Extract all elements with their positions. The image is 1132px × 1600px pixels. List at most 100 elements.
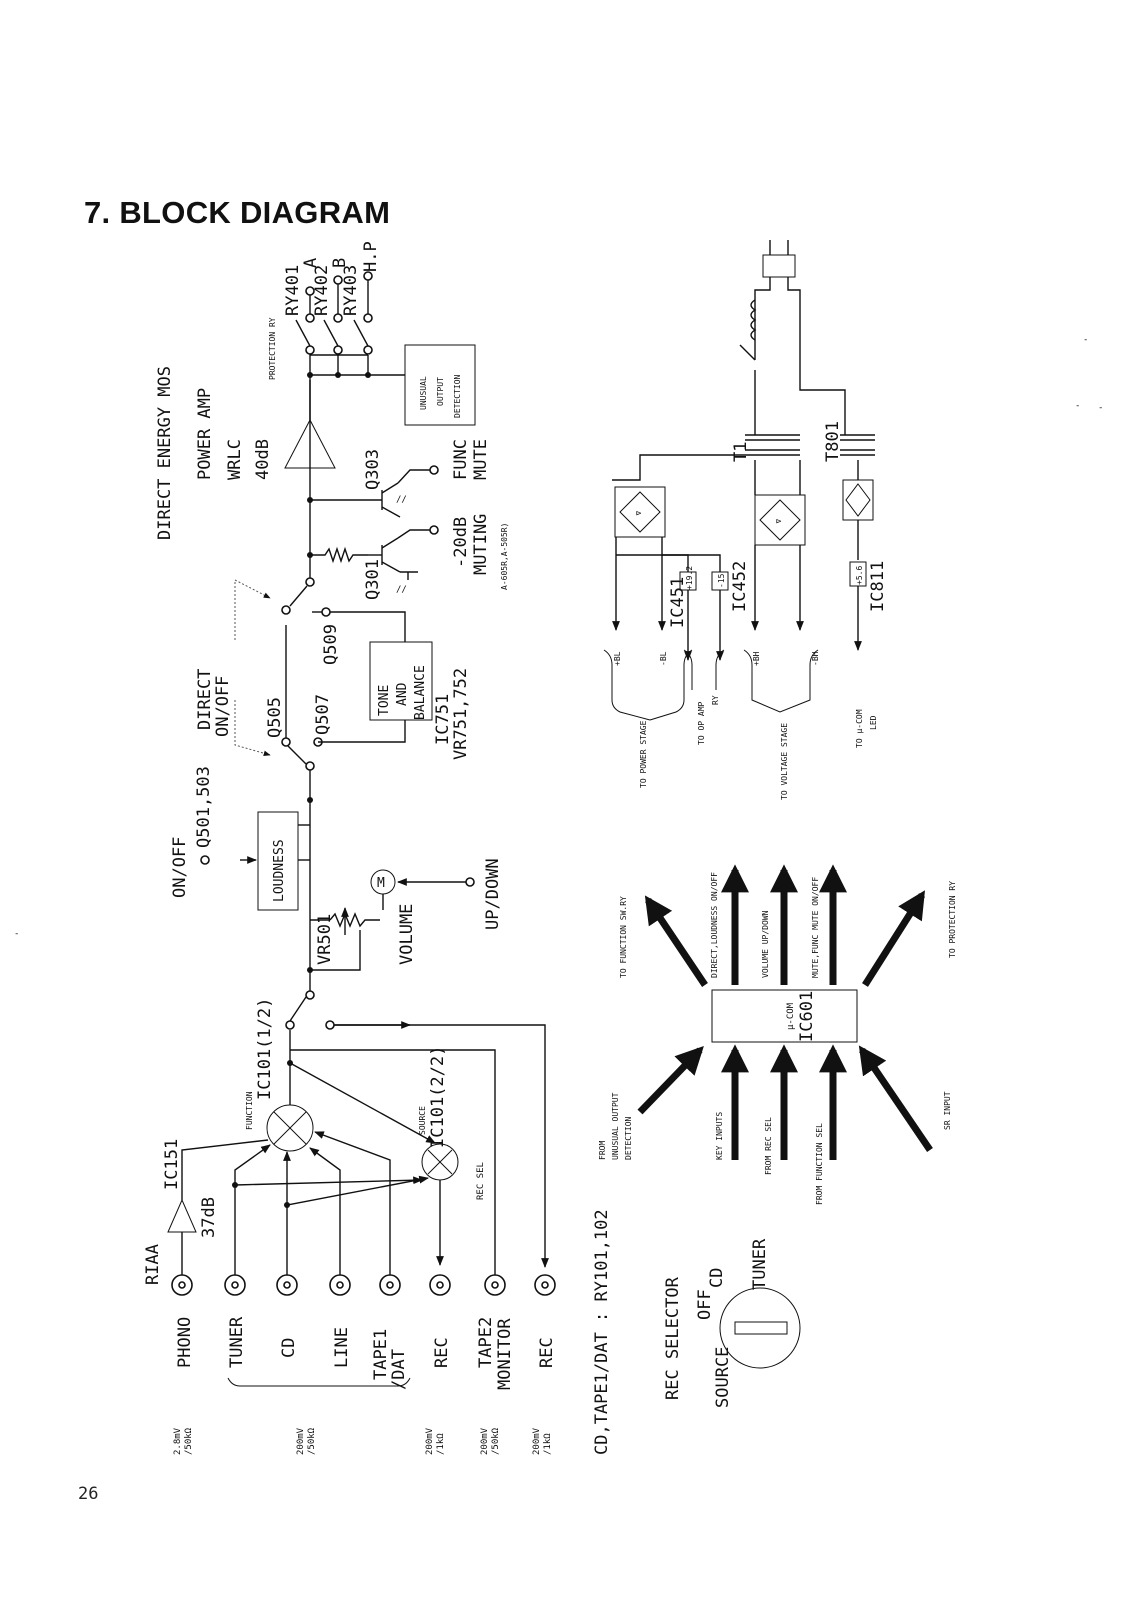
muting-label: MUTING [471, 514, 491, 575]
svg-text:-: - [1075, 401, 1080, 411]
svg-text:RY: RY [711, 695, 720, 705]
relay-note: CD,TAPE1/DAT : RY101,102 [592, 1209, 612, 1455]
svg-text:+5.6: +5.6 [855, 566, 864, 585]
ry401-label: RY401 [283, 265, 303, 316]
label-cd: CD [279, 1338, 299, 1358]
svg-text:-: - [1083, 335, 1088, 345]
label-tape2: TAPE2 [476, 1317, 496, 1368]
label-rec-2: REC [537, 1337, 557, 1368]
svg-text:-: - [14, 929, 19, 939]
rec-sel-label: REC SEL [476, 1162, 486, 1200]
svg-text:+BH: +BH [752, 651, 761, 666]
riaa-label: RIAA [143, 1244, 163, 1285]
direct-tone-block: Q505 Q507 TONE AND BALANCE IC751 VR751,7… [195, 577, 471, 800]
svg-text:UNUSUAL OUTPUT: UNUSUAL OUTPUT [611, 1092, 620, 1160]
svg-text:200mV: 200mV [296, 1427, 306, 1455]
rec-selector-title: REC SELECTOR [663, 1276, 683, 1400]
svg-text:UNUSUAL: UNUSUAL [419, 376, 428, 410]
loudness-label: LOUDNESS [272, 839, 287, 902]
svg-text:200mV: 200mV [425, 1427, 435, 1455]
svg-text://: // [396, 495, 407, 505]
source-label: SOURCE [418, 1106, 427, 1135]
ic811-label: IC811 [868, 561, 888, 612]
ic101-1-label: IC101(1/2) [255, 998, 275, 1100]
key-inputs-label: KEY INPUTS [715, 1112, 724, 1160]
output-a: A [301, 258, 321, 268]
rec-selector-pointer [734, 1321, 788, 1335]
unusual-output-box [404, 344, 476, 426]
svg-text:DETECTION: DETECTION [624, 1116, 633, 1160]
label-tuner: TUNER [227, 1316, 247, 1368]
func-label: FUNC [451, 439, 471, 480]
svg-text:/50kΩ: /50kΩ [307, 1427, 317, 1455]
q509-label: Q509 [321, 624, 341, 665]
q501-label: Q501,503 [194, 766, 214, 848]
svg-text:-15: -15 [717, 573, 726, 588]
svg-text:+BL: +BL [613, 651, 622, 666]
svg-text:FROM: FROM [598, 1141, 607, 1160]
function-label: FUNCTION [245, 1091, 254, 1130]
svg-text:BALANCE: BALANCE [413, 665, 428, 720]
riaa-amp-triangle [167, 1198, 197, 1233]
bridge-rectifier-2 [759, 499, 801, 541]
to-function-swry-label: TO FUNCTION SW.RY [619, 896, 628, 978]
svg-text:-BL: -BL [659, 651, 668, 666]
riaa-block: RIAA IC151 37dB [143, 1139, 269, 1285]
ic151-label: IC151 [162, 1139, 182, 1190]
svg-text:/1kΩ: /1kΩ [436, 1433, 446, 1455]
to-power-stage: TO POWER STAGE [639, 720, 648, 788]
power-amp-triangle [284, 418, 336, 469]
rec-pos-off: OFF [695, 1289, 715, 1320]
muting-block: Q301 // Q303 // -20dB MUTING A-605R,A-50… [307, 380, 509, 600]
svg-text:TONE: TONE [377, 685, 392, 716]
volume-label: VOLUME [397, 904, 417, 965]
vr751-label: VR751,752 [451, 668, 471, 760]
q507-label: Q507 [313, 694, 333, 735]
direct-onoff-label: ON/OFF [213, 676, 233, 737]
svg-text:200mV: 200mV [480, 1427, 490, 1455]
label-line: LINE [332, 1327, 352, 1368]
svg-text:+19.2: +19.2 [685, 566, 694, 590]
vr501-resistor [329, 912, 380, 928]
label-rec-1: REC [432, 1337, 452, 1368]
protection-ry-label: PROTECTION RY [268, 317, 277, 380]
ic751-label: IC751 [433, 694, 453, 745]
svg-text:OUTPUT: OUTPUT [436, 377, 445, 406]
rec-selector[interactable]: REC SELECTOR SOURCE OFF CD TUNER [663, 1238, 801, 1408]
rec-selector-knob[interactable] [719, 1287, 801, 1369]
ic452-label: IC452 [730, 561, 750, 612]
jack-labels: PHONO TUNER CD LINE TAPE1 /DAT REC TAPE2… [175, 1316, 557, 1390]
volume-loudness-block: VR501 VOLUME M UP/DOWN LOUDNESS ON/OFF Q… [170, 766, 503, 971]
tone-balance-box [369, 641, 433, 721]
power-amp-gain: 40dB [253, 439, 273, 480]
ic601-label: IC601 [797, 991, 817, 1042]
svg-text:2.8mV: 2.8mV [173, 1427, 183, 1455]
riaa-gain: 37dB [199, 1197, 219, 1238]
direct-label: DIRECT [195, 669, 215, 730]
bridge-rectifier-1 [619, 491, 661, 533]
page-number: 26 [78, 1484, 99, 1504]
input-bracket [227, 1377, 411, 1387]
sr-input-label: SR INPUT [943, 1091, 952, 1130]
ac-plug [762, 254, 796, 278]
ic451-label: IC451 [668, 577, 688, 628]
input-specs: 2.8mV /50kΩ 200mV /50kΩ 200mV /1kΩ 200mV… [173, 1377, 553, 1455]
power-amp-label: POWER AMP [195, 388, 215, 480]
t801-label: T801 [823, 421, 843, 462]
rec-pos-tuner: TUNER [750, 1238, 770, 1290]
rec-pos-cd: CD [707, 1268, 727, 1288]
label-tape1: TAPE1 [371, 1329, 391, 1380]
volume-updown-label: VOLUME UP/DOWN [761, 910, 770, 978]
svg-text:/50kΩ: /50kΩ [491, 1427, 501, 1455]
output-b: B [330, 258, 350, 268]
rec-pos-source: SOURCE [713, 1347, 733, 1408]
svg-text:DETECTION: DETECTION [453, 374, 462, 418]
mu-com-label: μ-COM [786, 1002, 796, 1030]
fuse [750, 299, 757, 341]
from-function-sel-label: FROM FUNCTION SEL [815, 1123, 824, 1205]
direct-loudness-label: DIRECT,LOUDNESS ON/OFF [710, 872, 719, 978]
motor-label: M [377, 876, 385, 891]
microcomputer-block: μ-COM IC601 FROM UNUSUAL OUTPUT DETECTIO… [598, 864, 957, 1205]
power-amp-title: DIRECT ENERGY MOS [155, 366, 175, 540]
